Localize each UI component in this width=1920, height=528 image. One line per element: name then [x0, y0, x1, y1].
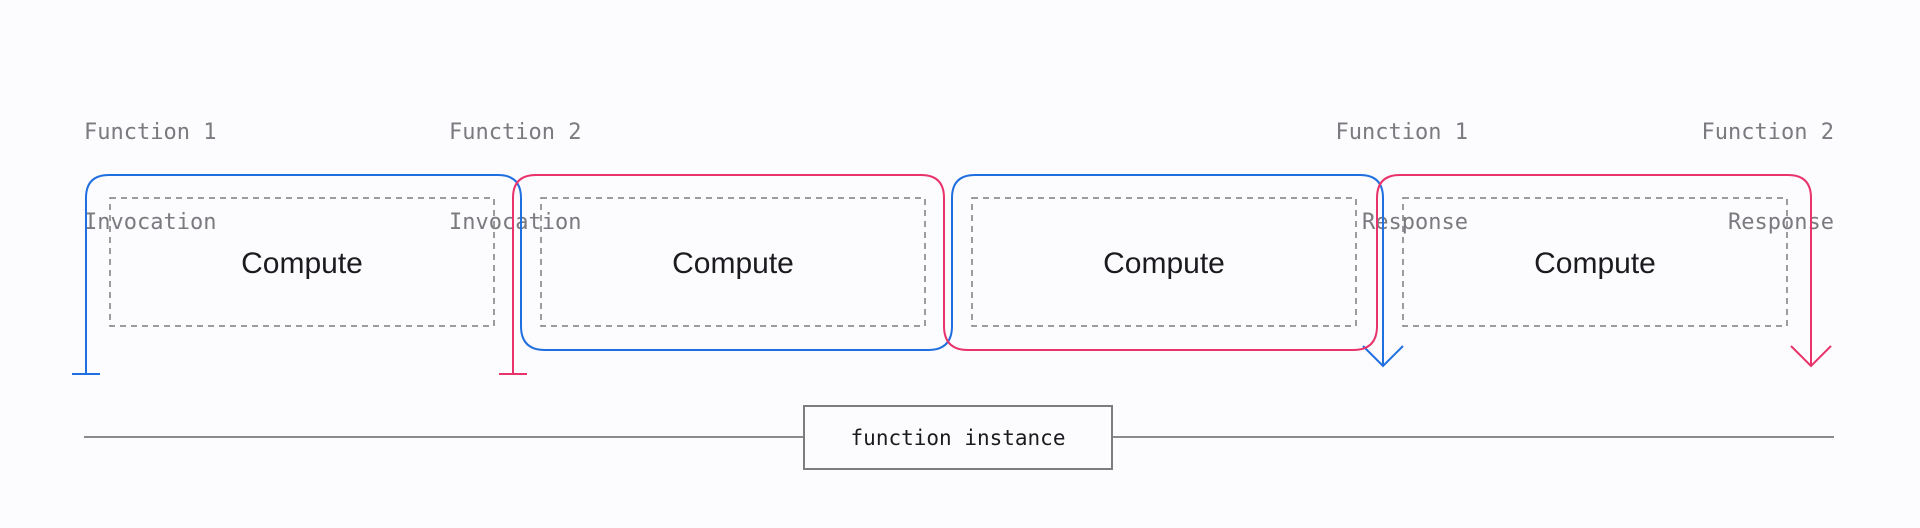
- function-1-response-line-1: Function 1: [1335, 120, 1468, 145]
- function-1-invocation-line-2: Invocation: [84, 210, 217, 235]
- function-1-response-label: Function 1 Response: [1300, 58, 1468, 298]
- function-1-flow-line: [72, 174, 1404, 375]
- function-instance-box: [803, 405, 1113, 470]
- compute-label-2: Compute: [672, 247, 794, 280]
- compute-label-3: Compute: [1103, 247, 1225, 280]
- function-instance-label: function instance: [851, 426, 1066, 450]
- function-1-invocation-line-1: Function 1: [84, 120, 217, 145]
- function-2-response-line-1: Function 2: [1701, 120, 1834, 145]
- compute-label-4: Compute: [1534, 247, 1656, 280]
- function-2-response-line-2: Response: [1728, 210, 1834, 235]
- function-2-response-label: Function 2 Response: [1660, 58, 1834, 298]
- function-2-invocation-line-1: Function 2: [449, 120, 582, 145]
- function-2-flow-line: [499, 174, 1832, 375]
- function-2-invocation-line-2: Invocation: [449, 210, 582, 235]
- function-1-invocation-label: Function 1 Invocation: [84, 58, 216, 298]
- compute-box-2: [540, 197, 926, 327]
- compute-label-1: Compute: [241, 247, 363, 280]
- compute-box-4: [1402, 197, 1788, 327]
- compute-box-1: [109, 197, 495, 327]
- function-2-invocation-label: Function 2 Invocation: [449, 58, 581, 298]
- compute-box-3: [971, 197, 1357, 327]
- function-1-response-line-2: Response: [1362, 210, 1468, 235]
